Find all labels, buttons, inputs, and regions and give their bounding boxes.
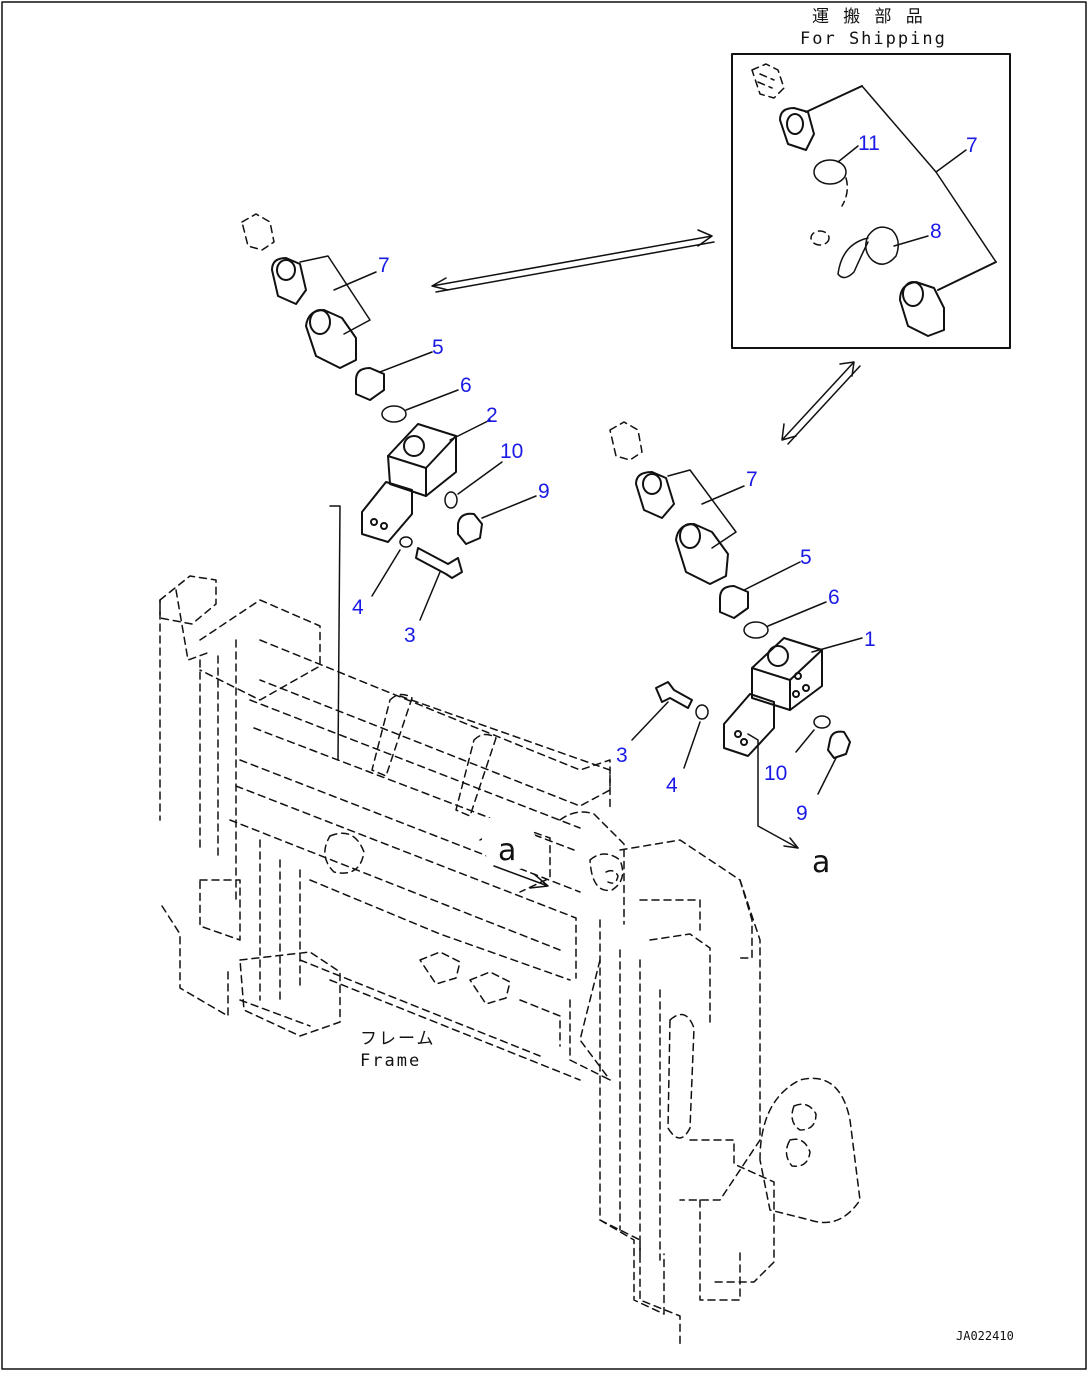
right-o-ring-6-icon — [743, 621, 769, 639]
callout-1: 1 — [864, 628, 876, 651]
right-adapter-5 — [719, 585, 749, 619]
right-assembly: 7 5 6 1 3 4 10 — [609, 421, 876, 880]
callout-10-right: 10 — [764, 762, 787, 785]
right-washer-4-icon — [695, 704, 709, 720]
drawing-code: JA022410 — [956, 1329, 1014, 1343]
shipping-box: 運 搬 部 品 For Shipping — [731, 7, 1011, 349]
callout-11: 11 — [858, 132, 880, 155]
shipping-label-en: For Shipping — [800, 29, 947, 49]
callout-2: 2 — [486, 404, 498, 427]
right-leader-to-view-a — [747, 733, 799, 849]
left-coupler-lower — [305, 309, 357, 369]
left-plug-9 — [457, 512, 483, 545]
callout-10-left: 10 — [500, 440, 523, 463]
right-coupler-upper — [635, 471, 675, 519]
callout-4-right: 4 — [666, 774, 678, 797]
shipping-ring-chain — [841, 177, 849, 207]
shipping-coupler-upper — [779, 85, 863, 151]
left-dust-plug — [241, 213, 275, 251]
shipping-o-ring-icon — [813, 159, 847, 185]
right-o-ring-10-icon — [813, 715, 831, 729]
callout-3-right: 3 — [616, 744, 628, 767]
frame-label-jp: フレーム — [360, 1029, 436, 1049]
callout-9-left: 9 — [538, 480, 550, 503]
callout-6-right: 6 — [828, 586, 840, 609]
left-leader-to-frame — [329, 505, 341, 761]
right-block-1 — [723, 637, 823, 757]
callout-9-right: 9 — [796, 802, 808, 825]
callout-6-left: 6 — [460, 374, 472, 397]
shipping-dust-plug — [751, 63, 785, 99]
view-marker-frame: a — [498, 833, 516, 868]
shipping-frame — [731, 53, 1011, 349]
view-arrow-icon — [493, 865, 549, 889]
right-plug-9 — [827, 730, 851, 759]
left-o-ring-10-icon — [444, 491, 458, 509]
left-adapter-5 — [355, 367, 385, 401]
callout-5-right: 5 — [800, 546, 812, 569]
callout-7-right: 7 — [746, 468, 758, 491]
callout-5-left: 5 — [432, 336, 444, 359]
view-marker-frame-group: a — [482, 815, 549, 889]
right-dust-plug — [609, 421, 643, 461]
left-coupler-upper — [271, 257, 307, 305]
left-assembly: 7 5 6 2 10 9 4 — [241, 213, 550, 761]
shipping-bracket-7 — [861, 85, 997, 263]
callout-8: 8 — [930, 220, 942, 243]
left-bracket-7 — [299, 255, 371, 335]
callout-7-shipping: 7 — [966, 134, 978, 157]
left-bolt-3 — [415, 547, 463, 579]
view-marker-right: a — [812, 845, 830, 880]
left-o-ring-6-icon — [381, 405, 407, 423]
right-coupler-lower — [675, 523, 729, 585]
frame-drawing — [159, 575, 861, 1347]
callout-3-left: 3 — [404, 624, 416, 647]
right-bracket-7 — [667, 469, 737, 549]
shipping-label-jp: 運 搬 部 品 — [812, 7, 925, 27]
callout-7-left: 7 — [378, 254, 390, 277]
double-arrow-upper — [431, 229, 715, 293]
frame-label-en: Frame — [360, 1051, 421, 1071]
left-washer-4-icon — [399, 536, 413, 548]
double-arrow-lower — [781, 361, 861, 445]
shipping-coupler-lower — [899, 261, 997, 337]
shipping-small-ring-icon — [810, 230, 830, 246]
shipping-cap-with-chain — [837, 226, 899, 279]
right-bolt-3 — [655, 681, 693, 709]
callout-4-left: 4 — [352, 596, 364, 619]
left-block-2 — [361, 423, 457, 543]
